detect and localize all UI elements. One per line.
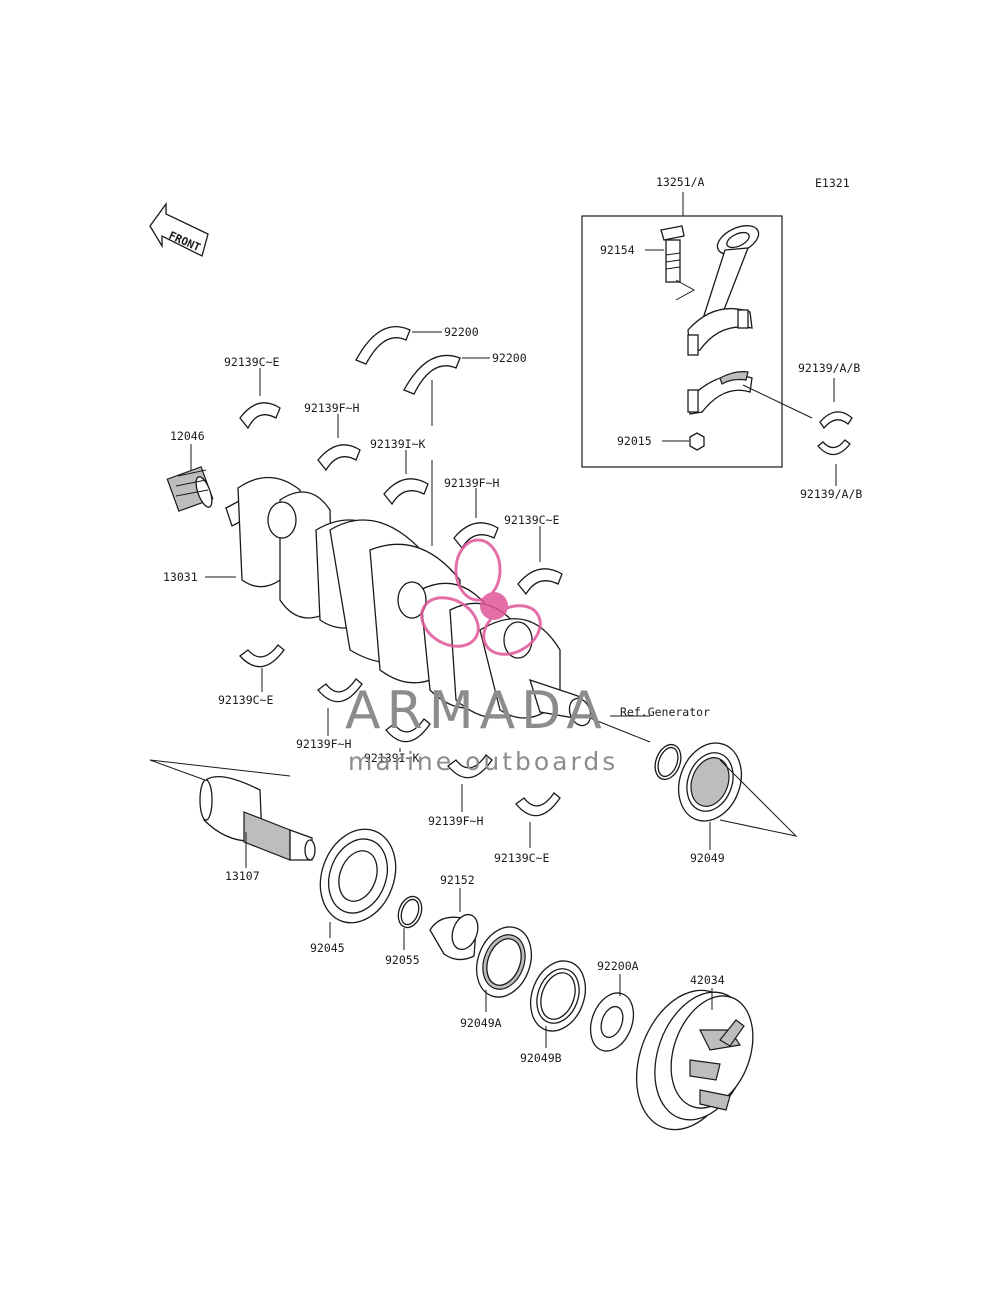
collar-92152 <box>429 913 479 961</box>
main-bearing-lower-5 <box>515 792 561 817</box>
label-92200A[interactable]: 92200A <box>597 959 639 973</box>
o-ring-generator <box>654 743 682 781</box>
label-92049A[interactable]: 92049A <box>460 1016 502 1030</box>
label-92139CE-1[interactable]: 92139C~E <box>224 355 279 369</box>
label-92139FH-3[interactable]: 92139F~H <box>296 737 351 751</box>
connecting-rod-assembly: 13251/A 92154 92015 <box>581 175 813 468</box>
label-92139CE-3[interactable]: 92139C~E <box>218 693 273 707</box>
label-92139IK-1[interactable]: 92139I~K <box>370 437 425 451</box>
rod-nut <box>689 432 705 451</box>
label-92139AB-bot[interactable]: 92139/A/B <box>800 487 862 501</box>
label-92200-b[interactable]: 92200 <box>492 351 527 365</box>
rod-bearing-lower <box>817 439 851 456</box>
main-bearing-lower-1 <box>239 644 285 668</box>
main-bearing-upper-1 <box>239 402 281 430</box>
label-13251[interactable]: 13251/A <box>656 175 705 189</box>
thrust-washer-lower <box>403 354 461 395</box>
thrust-washer-upper <box>355 325 411 365</box>
drive-pulley <box>635 989 754 1131</box>
armada-watermark: ARMADA marine outboards <box>345 538 618 776</box>
label-92139CE-4[interactable]: 92139C~E <box>494 851 549 865</box>
watermark-brand: ARMADA <box>345 681 608 741</box>
connecting-rod <box>687 225 760 356</box>
rod-bolt <box>660 225 685 283</box>
label-92045[interactable]: 92045 <box>310 941 345 955</box>
label-92049[interactable]: 92049 <box>690 851 725 865</box>
main-bearing-upper-3 <box>383 478 429 506</box>
connecting-rod-box <box>581 215 783 468</box>
o-ring-92055 <box>397 895 423 929</box>
label-92015[interactable]: 92015 <box>617 434 652 448</box>
oil-seal-92049A <box>475 926 533 998</box>
crankshaft <box>225 476 592 727</box>
rod-cap <box>687 371 753 415</box>
label-12046[interactable]: 12046 <box>170 429 205 443</box>
diagram-code: E1321 <box>815 176 850 190</box>
label-92139CE-2[interactable]: 92139C~E <box>504 513 559 527</box>
label-92139FH-2[interactable]: 92139F~H <box>444 476 499 490</box>
main-bearing-lower-2 <box>317 678 363 703</box>
label-92152[interactable]: 92152 <box>440 873 475 887</box>
label-92139AB-top[interactable]: 92139/A/B <box>798 361 860 375</box>
label-92049B[interactable]: 92049B <box>520 1051 562 1065</box>
ball-bearing <box>319 828 397 924</box>
label-92139FH-1[interactable]: 92139F~H <box>304 401 359 415</box>
label-92200-a[interactable]: 92200 <box>444 325 479 339</box>
rod-bearing-upper <box>819 411 853 430</box>
watermark-tagline: marine outboards <box>348 747 618 776</box>
main-bearing-lower-4 <box>447 754 493 779</box>
label-92154[interactable]: 92154 <box>600 243 635 257</box>
washer-92200A <box>589 992 635 1052</box>
main-bearing-upper-4 <box>453 522 499 550</box>
main-bearing-lower-3 <box>385 718 431 743</box>
label-13031[interactable]: 13031 <box>163 570 198 584</box>
label-92055[interactable]: 92055 <box>385 953 420 967</box>
oil-seal-92049 <box>678 742 742 822</box>
label-42034[interactable]: 42034 <box>690 973 725 987</box>
oil-seal-92049B <box>529 960 587 1032</box>
propeller-logo-icon <box>420 538 542 656</box>
output-shaft <box>199 776 316 861</box>
crank-gear <box>166 466 214 512</box>
label-92139FH-4[interactable]: 92139F~H <box>428 814 483 828</box>
label-13107[interactable]: 13107 <box>225 869 260 883</box>
label-92139IK-2[interactable]: 92139I~K <box>364 751 419 765</box>
main-bearing-upper-5 <box>517 568 563 596</box>
label-ref-generator[interactable]: Ref.Generator <box>620 705 710 719</box>
main-bearing-upper-2 <box>317 444 361 472</box>
front-arrow-icon: FRONT <box>149 202 209 257</box>
